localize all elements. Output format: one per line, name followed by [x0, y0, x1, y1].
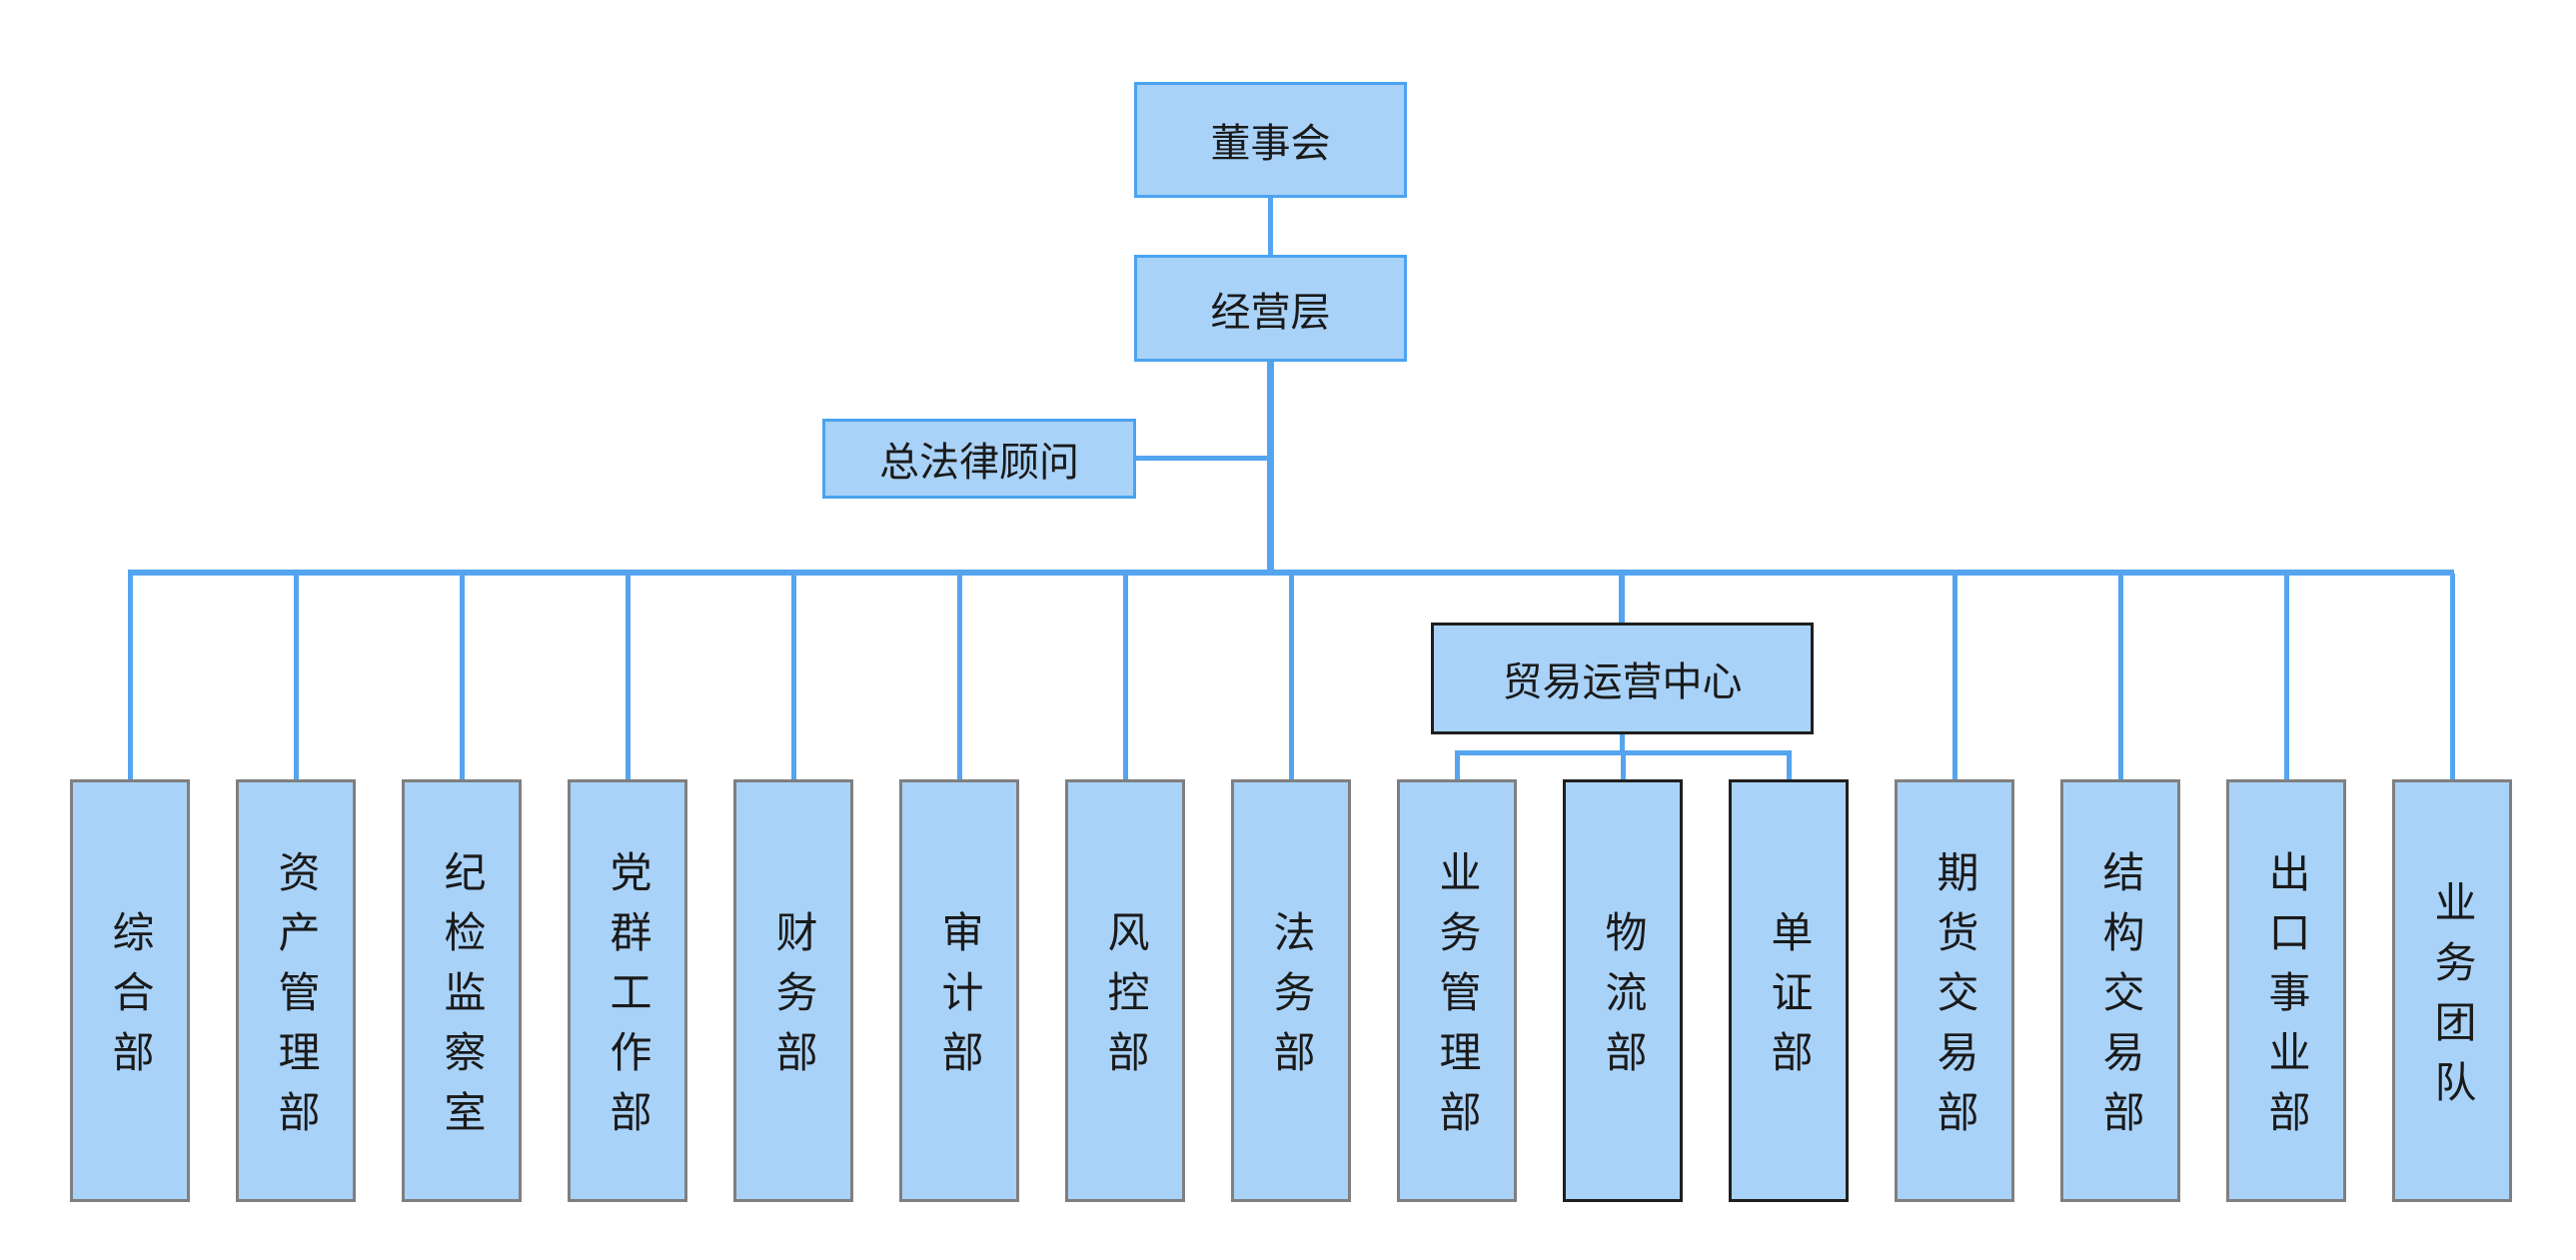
department-label: 资产管理部 [273, 849, 320, 1150]
department-node[interactable]: 期货交易部 [1895, 779, 2014, 1202]
department-node[interactable]: 党群工作部 [568, 779, 687, 1202]
department-node[interactable]: 资产管理部 [236, 779, 356, 1202]
department-node[interactable]: 风控部 [1065, 779, 1185, 1202]
connector-dept-stub [1123, 574, 1128, 779]
department-label: 业务管理部 [1434, 849, 1481, 1150]
board-node[interactable]: 董事会 [1134, 82, 1407, 198]
trade-center-node[interactable]: 贸易运营中心 [1431, 623, 1814, 734]
connector-dept-stub [2118, 574, 2123, 779]
connector-dept-stub [1621, 750, 1626, 779]
connector-dept-stub [626, 574, 631, 779]
department-label: 期货交易部 [1932, 849, 1978, 1150]
connector-dept-stub [1952, 574, 1957, 779]
connector-dept-stub [294, 574, 299, 779]
department-node[interactable]: 纪检监察室 [402, 779, 522, 1202]
department-node[interactable]: 综合部 [70, 779, 190, 1202]
connector-trade-center-down [1620, 734, 1625, 755]
connector-dept-stub [1289, 574, 1294, 779]
department-node[interactable]: 业务团队 [2392, 779, 2512, 1202]
department-label: 纪检监察室 [439, 849, 486, 1150]
department-label: 法务部 [1268, 909, 1315, 1090]
department-label: 业务团队 [2429, 879, 2476, 1120]
connector-main-horizontal [128, 570, 2454, 576]
connector-dept-stub [1455, 750, 1460, 779]
connector-counsel-link [1136, 456, 1267, 461]
department-node[interactable]: 出口事业部 [2226, 779, 2346, 1202]
department-node[interactable]: 审计部 [899, 779, 1019, 1202]
department-node[interactable]: 业务管理部 [1397, 779, 1517, 1202]
connector-dept-stub [460, 574, 465, 779]
department-node[interactable]: 结构交易部 [2060, 779, 2180, 1202]
department-label: 物流部 [1600, 909, 1647, 1090]
counsel-node[interactable]: 总法律顾问 [822, 419, 1136, 499]
management-label: 经营层 [1210, 290, 1331, 335]
trade-center-label: 贸易运营中心 [1502, 660, 1743, 704]
connector-trade-center-stub [1619, 574, 1625, 623]
connector-management-trunk [1267, 362, 1274, 576]
department-label: 审计部 [936, 909, 983, 1090]
connector-dept-stub [957, 574, 962, 779]
department-label: 结构交易部 [2097, 849, 2144, 1150]
connector-dept-stub [128, 574, 133, 779]
department-label: 风控部 [1102, 909, 1149, 1090]
connector-dept-stub [1787, 750, 1792, 779]
department-node[interactable]: 单证部 [1729, 779, 1849, 1202]
department-label: 财务部 [770, 909, 817, 1090]
connector-board-to-management [1268, 198, 1273, 255]
department-label: 党群工作部 [605, 849, 651, 1150]
department-label: 单证部 [1766, 909, 1813, 1090]
management-node[interactable]: 经营层 [1134, 255, 1407, 362]
department-label: 出口事业部 [2263, 849, 2310, 1150]
department-node[interactable]: 物流部 [1563, 779, 1683, 1202]
department-node[interactable]: 财务部 [733, 779, 853, 1202]
connector-dept-stub [2450, 574, 2455, 779]
connector-dept-stub [791, 574, 796, 779]
board-label: 董事会 [1210, 122, 1331, 166]
counsel-label: 总法律顾问 [879, 441, 1079, 485]
department-label: 综合部 [107, 909, 154, 1090]
department-node[interactable]: 法务部 [1231, 779, 1351, 1202]
connector-dept-stub [2284, 574, 2289, 779]
